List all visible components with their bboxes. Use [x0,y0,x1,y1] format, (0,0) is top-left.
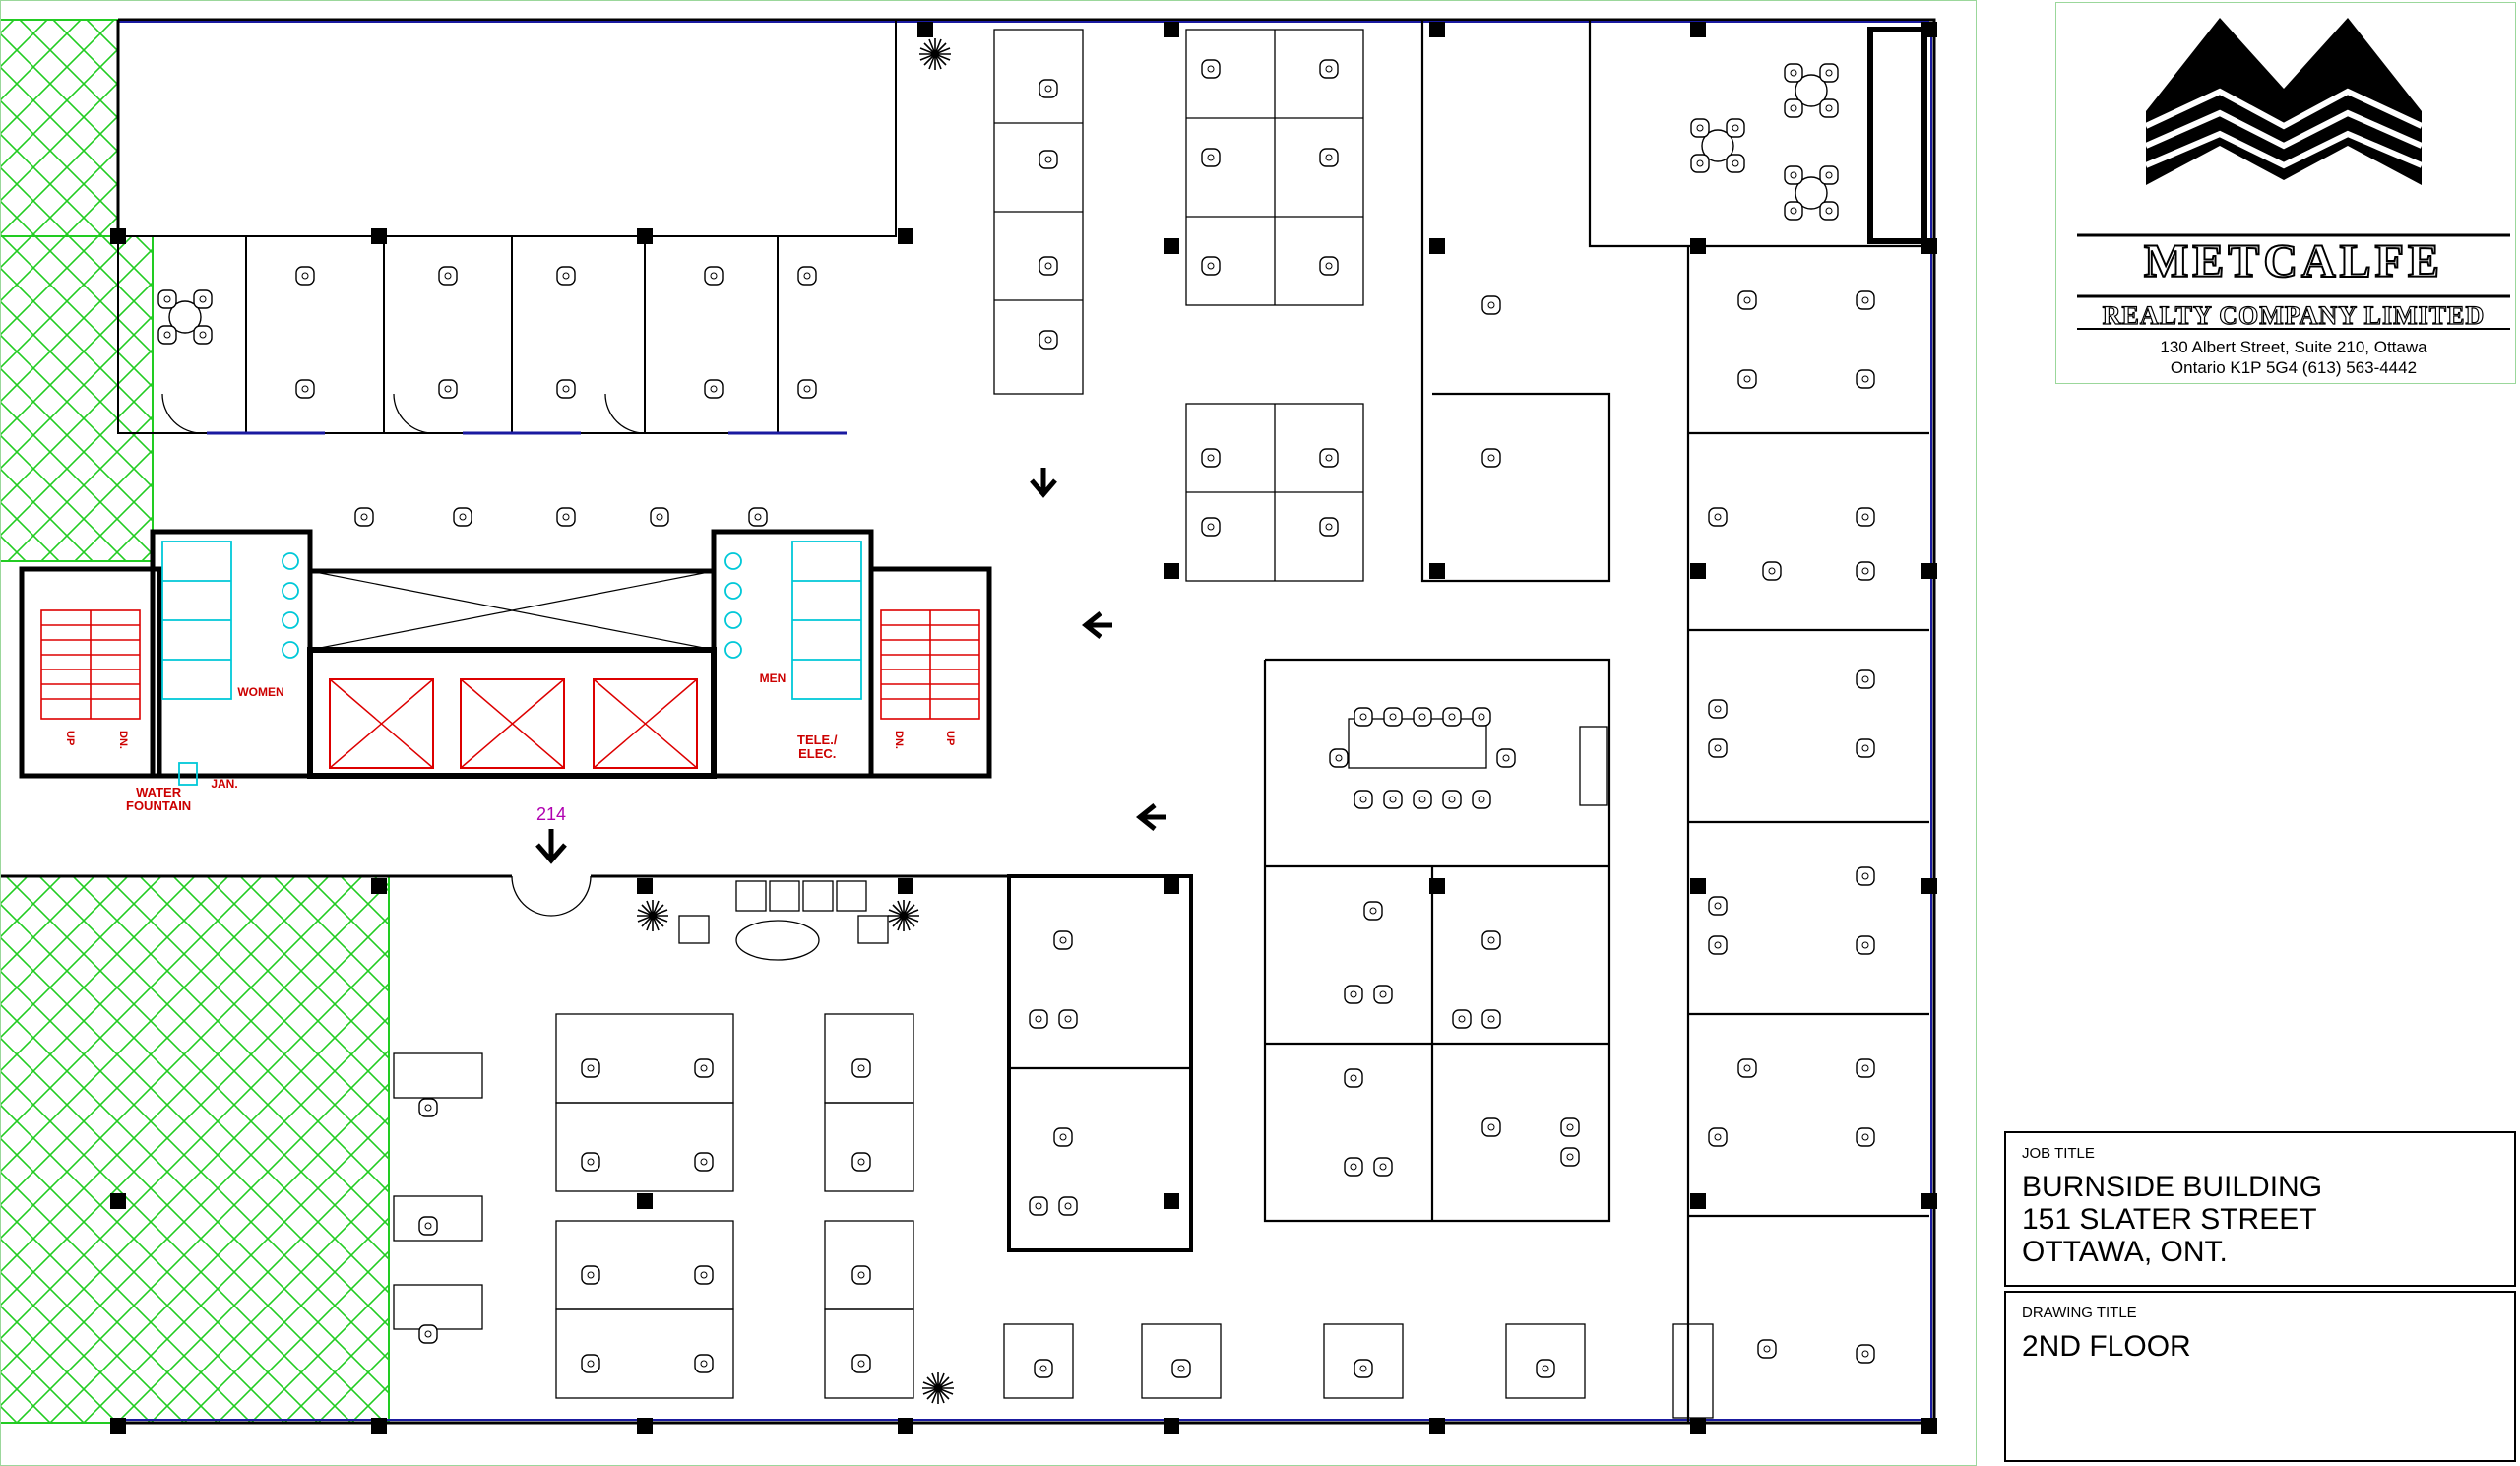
jan-label: JAN. [211,777,237,791]
direction-arrows [1030,468,1166,831]
company-address-2: Ontario K1P 5G4 (613) 563-4442 [2170,358,2418,377]
stair-up-left: UP [64,731,76,745]
company-subtitle: REALTY COMPANY LIMITED [2102,300,2486,330]
hatched-area-bottom-left [0,875,390,1424]
central-offices [1007,20,1929,1423]
north-office-row [117,20,897,435]
job-title-line-2: 151 SLATER STREET [2022,1203,2317,1236]
job-title-block: JOB TITLE BURNSIDE BUILDING 151 SLATER S… [2004,1131,2516,1287]
company-address-1: 130 Albert Street, Suite 210, Ottawa [2160,338,2427,356]
chairs [295,59,1875,1378]
round-tables [158,64,1838,344]
women-label: WOMEN [237,685,284,699]
entry-arrow-icon [536,829,567,864]
job-title-line-3: OTTAWA, ONT. [2022,1236,2228,1268]
men-label: MEN [760,671,787,685]
stair-dn-right: DN. [893,731,905,749]
building-core [19,529,992,786]
job-title-line-1: BURNSIDE BUILDING [2022,1171,2323,1203]
logo-rules [2077,233,2510,330]
south-west-open-area [393,880,914,1399]
drawing-title: 2ND FLOOR [2022,1330,2191,1363]
drawing-title-block: DRAWING TITLE 2ND FLOOR [2004,1291,2516,1462]
tele-elec-label: TELE./ELEC. [797,733,838,761]
stair-up-right: UP [944,731,956,745]
exterior-walls [116,18,1936,1425]
company-name: METCALFE [2143,234,2443,288]
metcalfe-logo-icon [2144,18,2424,185]
north-workstations [993,29,1714,1419]
hatched-area-top-left [0,19,154,562]
floor-plan: WOMEN MEN JAN. UP DN. DN. UP 214 [0,18,1937,1434]
stair-dn-left: DN. [117,731,129,749]
job-title-label: JOB TITLE [2022,1145,2095,1162]
drawing-title-label: DRAWING TITLE [2022,1305,2137,1321]
unit-number: 214 [536,804,566,824]
logo-panel [2055,2,2516,384]
